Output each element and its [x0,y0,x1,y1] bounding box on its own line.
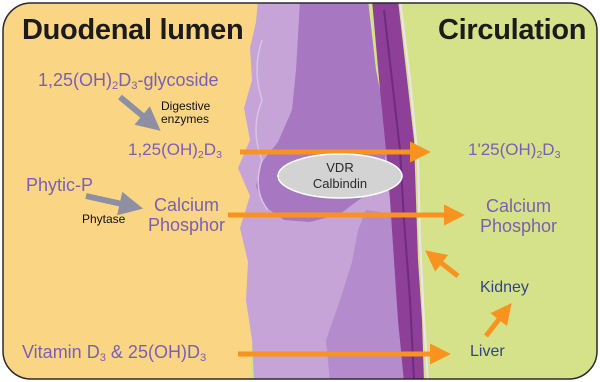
calcitriol-lumen-label: 1,25(OH)2D3 [128,141,222,158]
duodenal-lumen-title: Duodenal lumen [22,16,243,45]
phytase-label: Phytase [82,213,125,226]
glycoside-label: 1,25(OH)2D3-glycoside [38,71,219,89]
circulation-title: Circulation [438,16,586,45]
phytic-p-label: Phytic-P [26,176,93,194]
kidney-label: Kidney [480,280,529,296]
liver-label: Liver [470,344,505,360]
vitamin-d-label: Vitamin D3 & 25(OH)D3 [22,343,206,361]
calcitriol-circulation-label: 1'25(OH)2D3 [468,141,560,158]
